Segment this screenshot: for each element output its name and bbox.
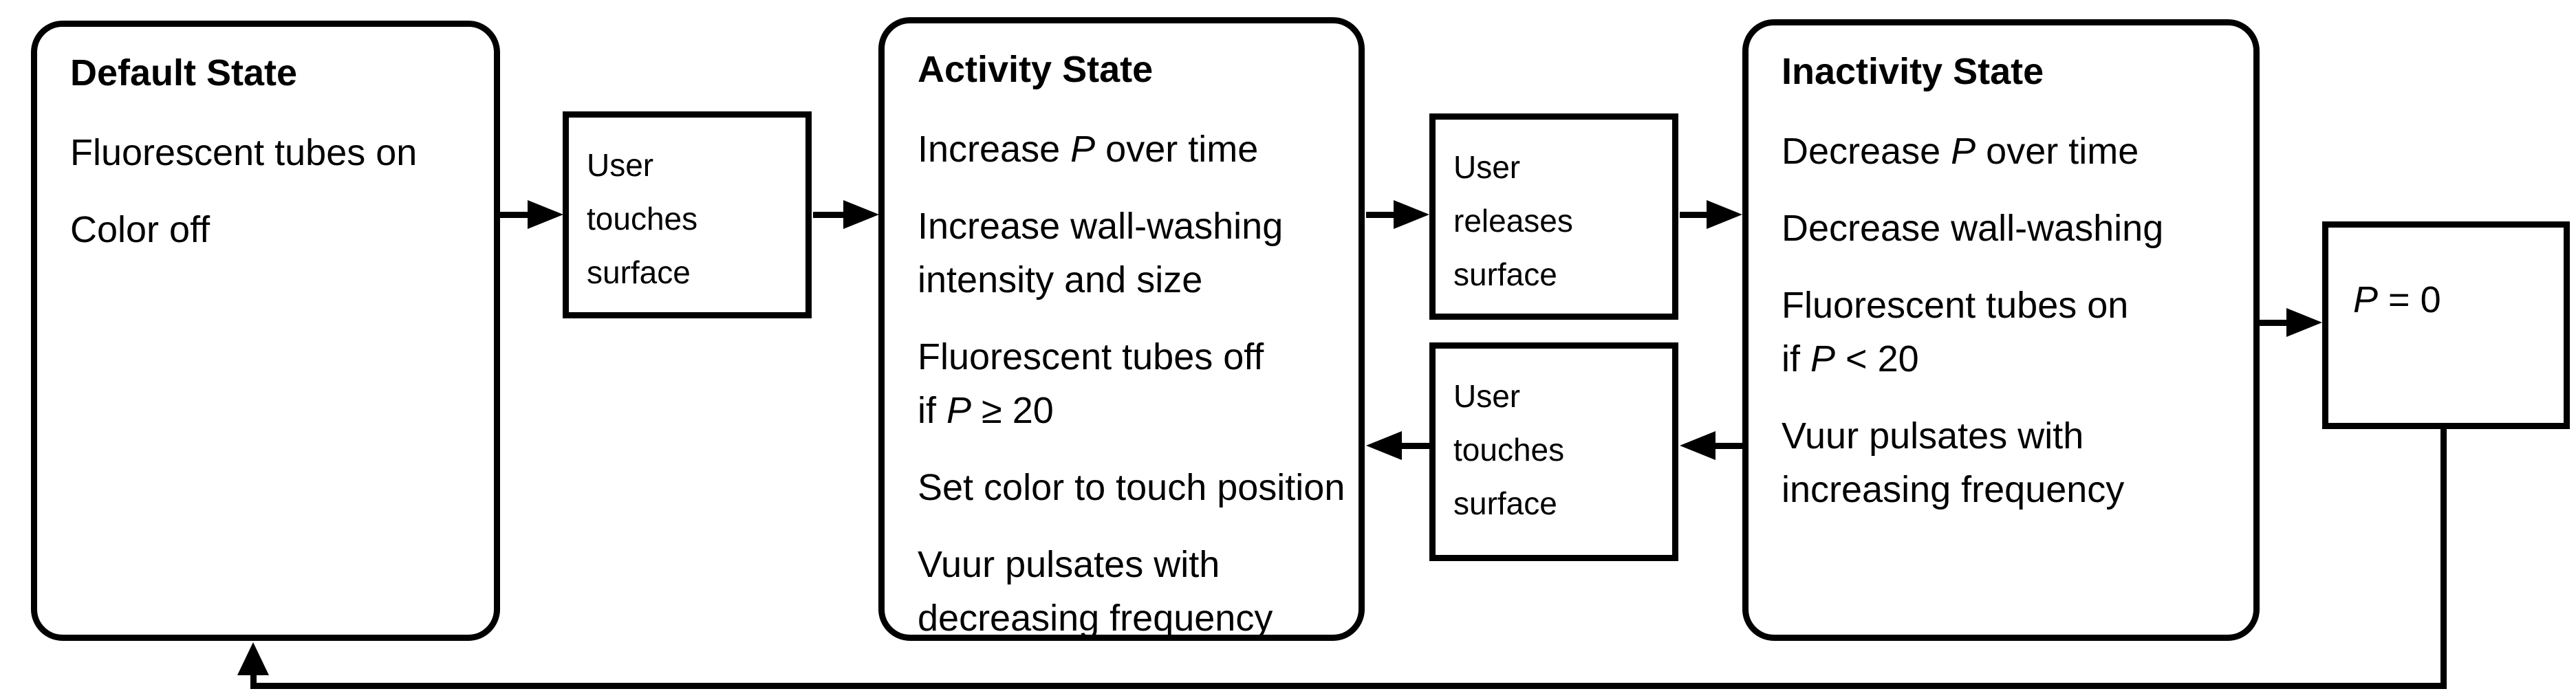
event-line: releases [1453, 203, 1573, 239]
event-line: User [587, 147, 654, 183]
arrow-shaft [1398, 443, 1429, 449]
p-zero-value: = 0 [2378, 279, 2441, 320]
default-state-title: Default State [70, 52, 298, 94]
default-state-item: Color off [70, 209, 210, 250]
p-zero-box: P = 0 [2322, 221, 2570, 429]
activity-state-item: Vuur pulsates with decreasing frequency [918, 544, 1273, 639]
activity-state-box: Activity State Increase P over time Incr… [878, 17, 1365, 641]
inactivity-state-item: Decrease P over time [1782, 131, 2139, 172]
arrowhead-right-icon [1707, 200, 1742, 229]
variable-p: P [1951, 131, 1976, 172]
arrowhead-right-icon [1394, 200, 1429, 229]
event-line: surface [587, 254, 691, 290]
event-line: User [1453, 378, 1521, 414]
event-line: surface [1453, 485, 1557, 521]
event-user-touches-surface-again-box: User touches surface [1429, 342, 1678, 561]
event-line: surface [1453, 256, 1557, 292]
inactivity-state-item: Vuur pulsates with increasing frequency [1782, 415, 2125, 510]
arrowhead-right-icon [843, 200, 879, 229]
event-user-touches-surface-box: User touches surface [563, 111, 812, 318]
arrow-shaft [500, 212, 532, 218]
activity-state-item: Set color to touch position [918, 467, 1345, 508]
arrowhead-up-icon [237, 642, 269, 675]
variable-p: P [946, 390, 972, 431]
inactivity-state-title: Inactivity State [1782, 51, 2044, 92]
activity-state-item: Increase wall-washing intensity and size [918, 206, 1284, 300]
activity-state-item: Increase P over time [918, 129, 1259, 170]
variable-p: P [1070, 129, 1096, 170]
default-state-item: Fluorescent tubes on [70, 132, 418, 173]
activity-state-item: Fluorescent tubes off if P ≥ 20 [918, 336, 1264, 431]
event-user-releases-surface-box: User releases surface [1429, 113, 1678, 320]
activity-state-title: Activity State [918, 49, 1154, 90]
arrow-shaft [813, 212, 847, 218]
variable-p: P [1810, 338, 1836, 380]
inactivity-state-item: Fluorescent tubes on if P < 20 [1782, 285, 2129, 380]
arrowhead-right-icon [2286, 308, 2322, 337]
event-line: User [1453, 149, 1521, 185]
arrow-shaft [1366, 212, 1398, 218]
arrowhead-left-icon [1680, 431, 1715, 460]
event-line: touches [587, 201, 698, 237]
arrow-shaft [1680, 212, 1711, 218]
feedback-drop-line [2440, 425, 2447, 689]
inactivity-state-item: Decrease wall-washing [1782, 208, 2164, 249]
feedback-bottom-line [250, 683, 2447, 689]
default-state-box: Default State Fluorescent tubes on Color… [31, 21, 500, 641]
arrow-shaft [1711, 443, 1742, 449]
arrowhead-right-icon [528, 200, 563, 229]
inactivity-state-box: Inactivity State Decrease P over time De… [1742, 19, 2260, 641]
feedback-rise-line [250, 670, 257, 689]
arrowhead-left-icon [1366, 431, 1402, 460]
arrow-shaft [2260, 320, 2291, 326]
variable-p: P [2353, 279, 2379, 320]
event-line: touches [1453, 432, 1565, 468]
